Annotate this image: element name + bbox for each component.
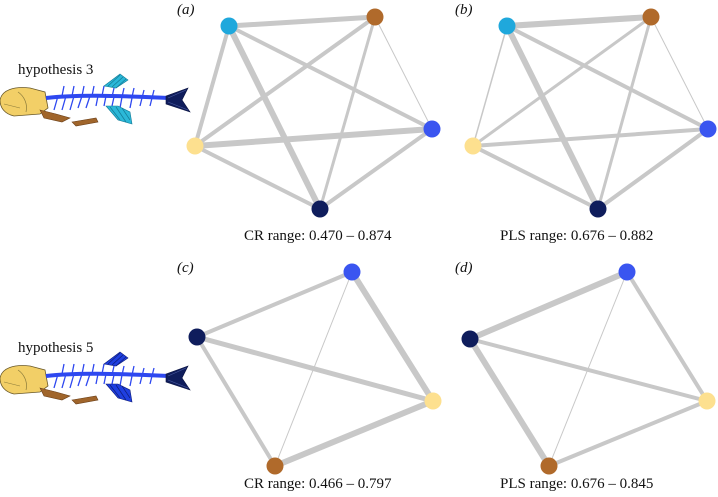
panel-a-network: [192, 14, 435, 212]
panel-b-range: PLS range: 0.676 – 0.882: [500, 228, 654, 244]
edge: [471, 127, 710, 148]
hypothesis-5-label: hypothesis 5: [18, 340, 94, 356]
node-yellow: [698, 392, 716, 410]
fish-skeleton-illustration-bottom: [0, 351, 191, 405]
panel-c-nodes: [188, 263, 442, 475]
node-blue: [699, 120, 717, 138]
node-yellow: [464, 137, 482, 155]
edge: [596, 15, 653, 211]
edge: [504, 23, 601, 212]
edge: [272, 398, 436, 469]
edge: [193, 15, 377, 148]
panel-b-letter: (b): [455, 2, 473, 18]
node-navy: [461, 330, 479, 348]
node-blue: [618, 263, 636, 281]
fish-skeleton-illustration-top: [0, 73, 191, 127]
edge: [472, 25, 508, 147]
edge: [318, 127, 434, 211]
edge: [596, 127, 710, 211]
node-navy: [188, 328, 206, 346]
edge: [505, 24, 710, 131]
edge: [467, 336, 552, 469]
panel-b-network: [471, 14, 710, 212]
edge: [193, 144, 322, 211]
edge: [467, 269, 630, 342]
edge: [194, 334, 436, 404]
edge: [349, 269, 436, 404]
panel-d-network: [467, 269, 709, 469]
panel-d-range: PLS range: 0.676 – 0.845: [500, 476, 654, 492]
edge: [625, 270, 709, 403]
edge: [226, 14, 378, 29]
panel-a-nodes: [186, 8, 441, 218]
edge: [192, 126, 435, 149]
node-brown: [642, 8, 660, 26]
node-light-blue: [220, 17, 238, 35]
panel-c-network: [194, 269, 436, 469]
edge: [468, 337, 709, 403]
panel-b-nodes: [464, 8, 717, 218]
panel-a-range: CR range: 0.470 – 0.874: [244, 228, 392, 244]
node-brown: [266, 457, 284, 475]
panel-d-letter: (d): [455, 260, 473, 276]
panel-c-letter: (c): [177, 260, 194, 276]
node-blue: [423, 120, 441, 138]
edge: [547, 399, 709, 468]
edge: [471, 144, 600, 211]
node-navy: [311, 200, 329, 218]
edge: [195, 335, 277, 468]
panel-c-range: CR range: 0.466 – 0.797: [244, 476, 392, 492]
node-light-blue: [498, 17, 516, 35]
node-yellow: [424, 392, 442, 410]
node-navy: [589, 200, 607, 218]
edge: [504, 14, 654, 29]
edge: [227, 24, 434, 131]
panel-a-letter: (a): [177, 2, 195, 18]
edge: [195, 270, 354, 339]
node-brown: [540, 457, 558, 475]
edge: [374, 16, 433, 130]
edge: [193, 24, 231, 148]
panel-d-nodes: [461, 263, 716, 475]
edge: [226, 23, 323, 212]
node-yellow: [186, 137, 204, 155]
node-brown: [366, 8, 384, 26]
edge: [318, 15, 377, 211]
node-blue: [343, 263, 361, 281]
edge: [650, 16, 709, 130]
edge: [471, 15, 653, 148]
hypothesis-3-label: hypothesis 3: [18, 62, 94, 78]
